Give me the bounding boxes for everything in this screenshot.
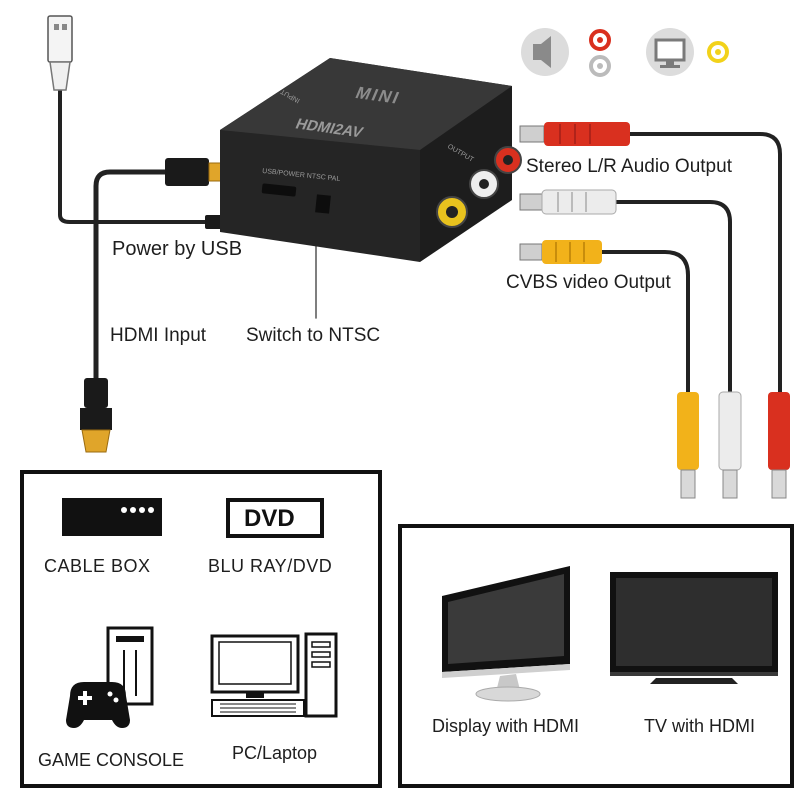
hdmi-cable [93,169,168,393]
cable-box-label: CABLE BOX [44,556,151,576]
connection-diagram [47,15,790,499]
power-label: Power by USB [112,238,243,260]
rca-plug-white-icon [519,189,617,215]
hdmi-tv-icon [610,572,778,684]
pc-icon [210,632,338,718]
hdmi-input-label: HDMI Input [110,325,207,346]
hdmi-input-plug-icon [80,378,112,453]
rca-jacks [436,146,522,228]
rca-yellow-icon [707,41,729,63]
audio-output-label: Stereo L/R Audio Output [526,156,732,177]
rca-plug-white-vertical-icon [718,391,742,499]
monitor-icon [646,28,694,76]
blu-ray-label: BLU RAY/DVD [208,556,333,576]
monitor-label: Display with HDMI [432,716,580,736]
game-console-label: GAME CONSOLE [38,750,185,770]
rca-plug-yellow-icon [519,240,602,264]
yellow-rca-cable [598,250,690,397]
display-icons [442,566,778,702]
dvd-logo-icon [226,498,324,538]
rca-plug-red-icon [519,122,630,146]
rca-plug-red-vertical-icon [768,392,790,499]
rca-plug-yellow-vertical-icon [677,392,699,499]
game-console-icon [66,626,154,728]
hdmi-plug-icon [165,158,230,186]
speaker-icon [521,28,569,76]
dvd-logo-text: DVD [244,505,295,532]
cable-box-icon [62,498,162,536]
source-icons [62,498,338,728]
rca-red-white-icon [589,29,611,77]
hdmi-monitor-icon [442,566,570,702]
video-output-label: CVBS video Output [506,272,671,293]
usb-plug-icon [47,15,73,91]
white-rca-cable [613,200,732,397]
usb-cable [58,78,222,224]
tv-label: TV with HDMI [644,716,756,736]
red-rca-cable [628,132,782,402]
pc-label: PC/Laptop [232,743,318,763]
ntsc-switch-label: Switch to NTSC [246,325,381,346]
